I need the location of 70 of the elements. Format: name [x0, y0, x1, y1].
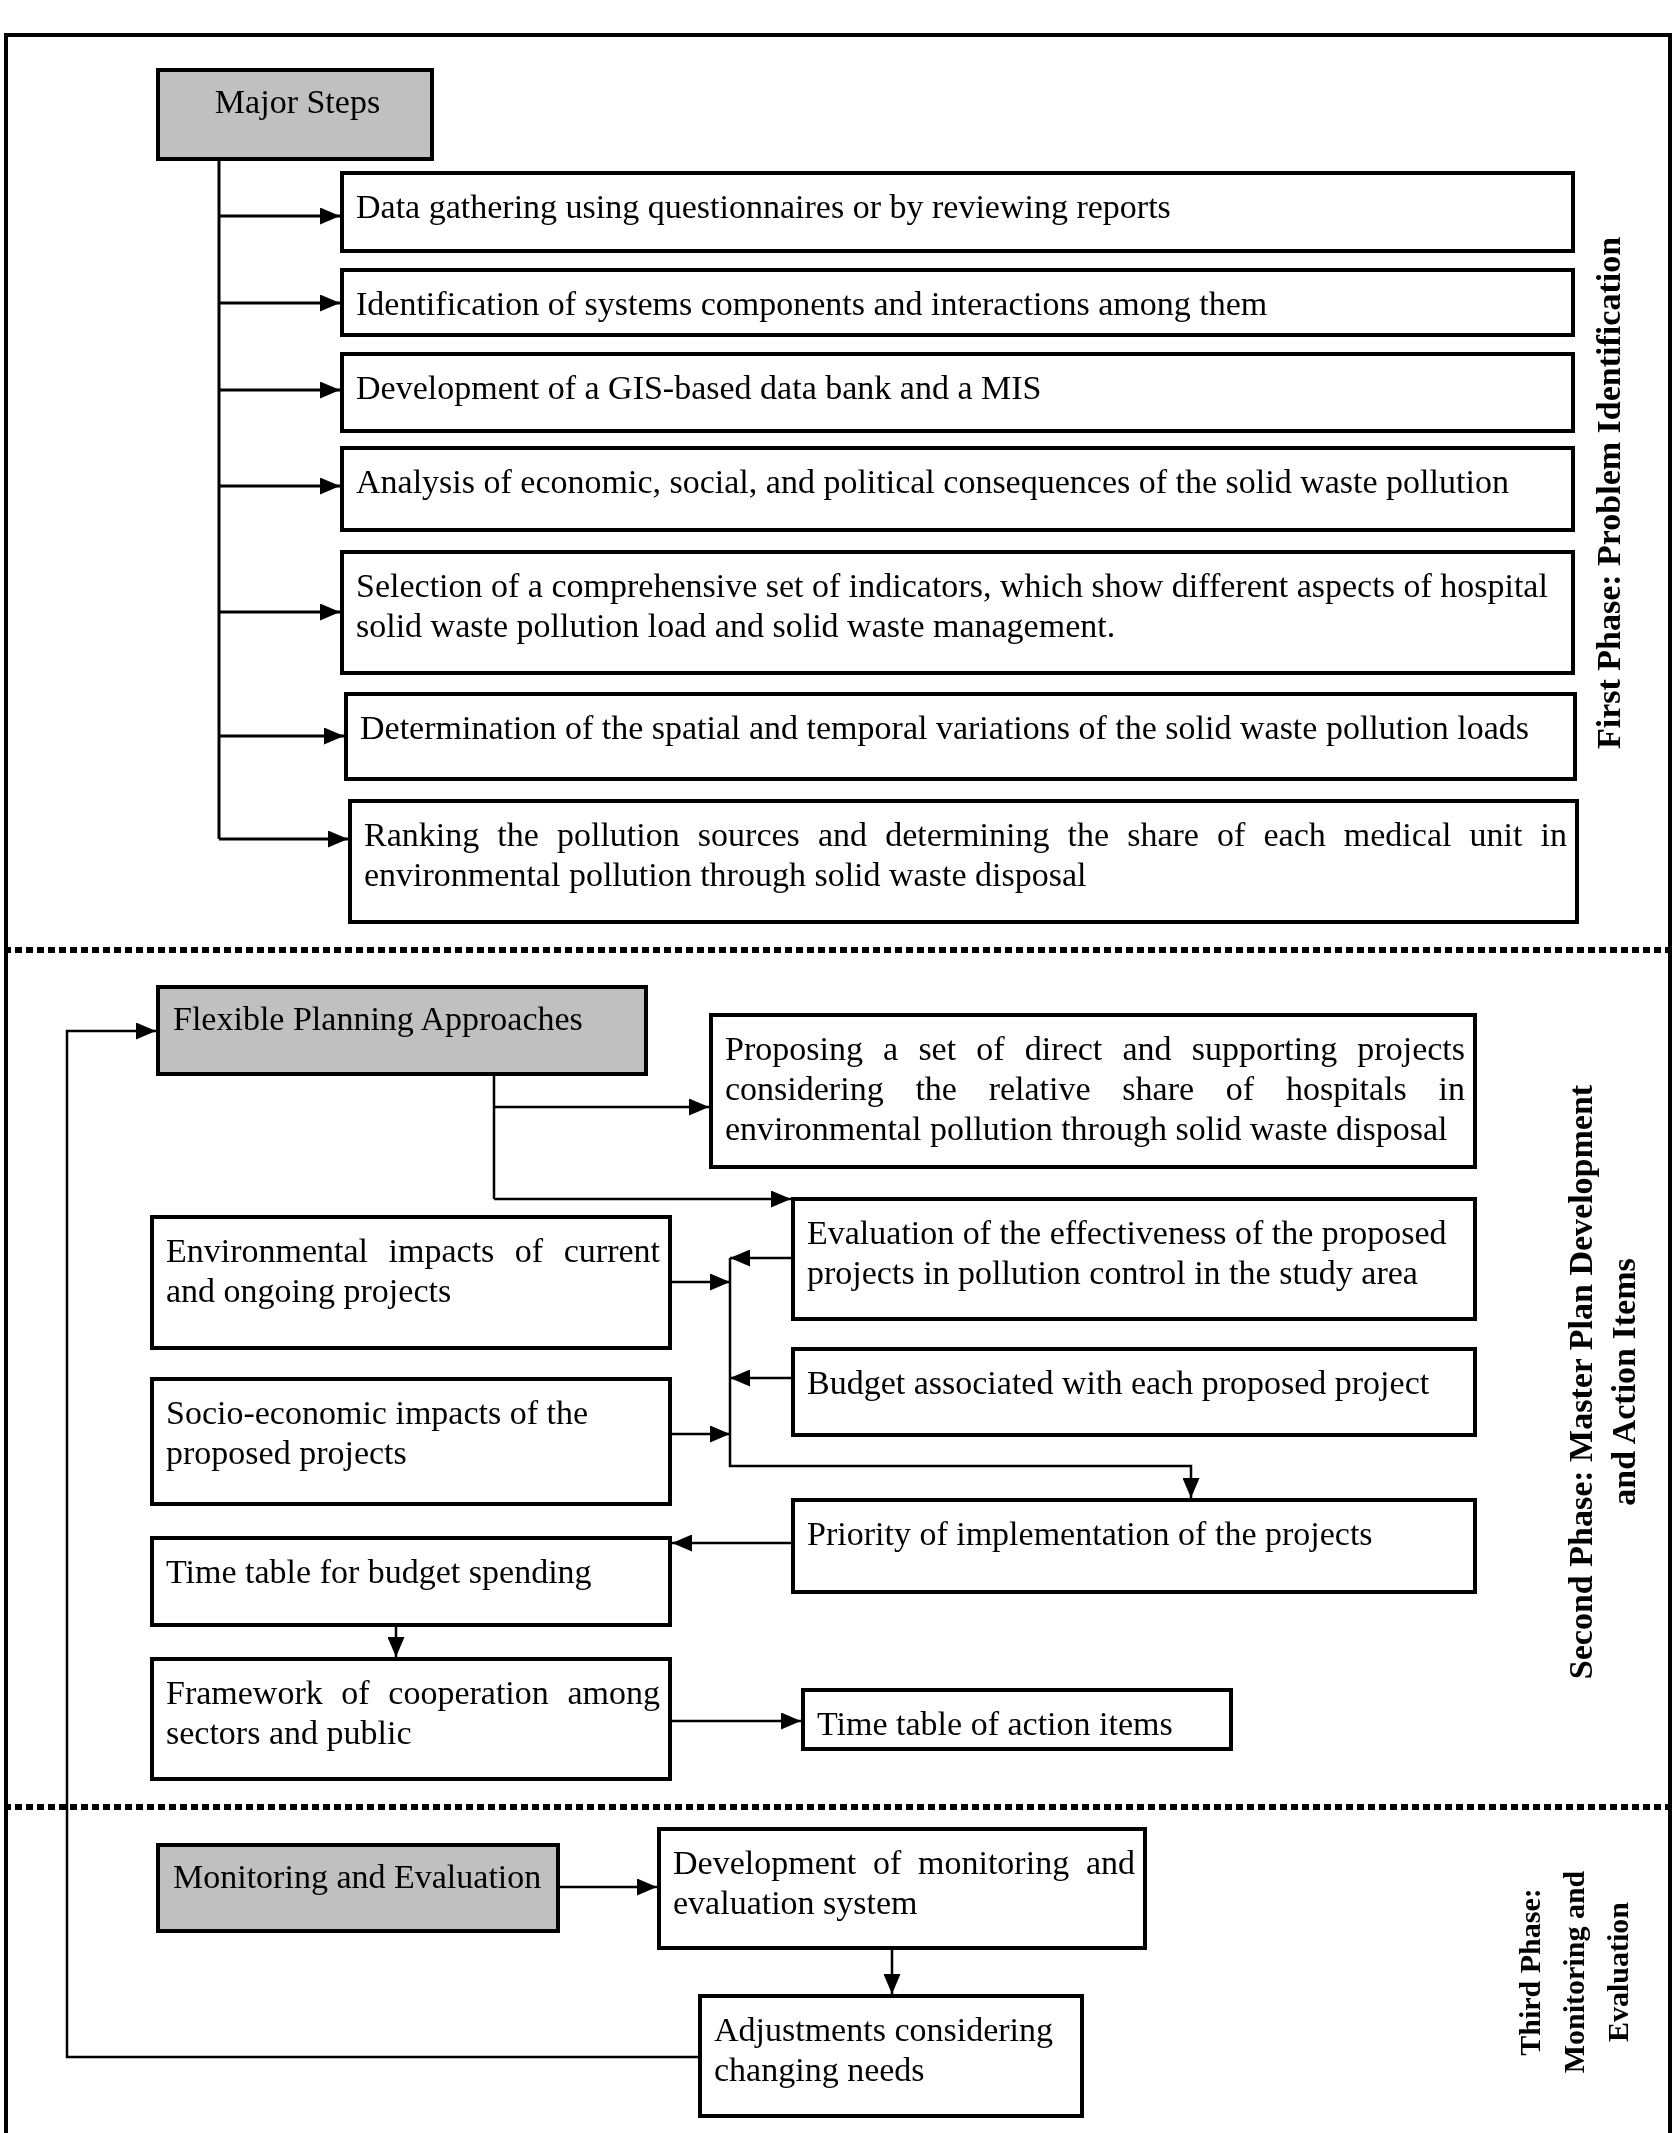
arrow	[728, 1258, 1200, 1498]
process-box	[709, 1013, 1477, 1169]
arrow	[672, 1712, 801, 1730]
process-text: Development of a GIS-based data bank and a MIS	[356, 368, 1042, 408]
category-box	[156, 985, 648, 1076]
phase-title: First Phase: Problem Identification	[1589, 236, 1628, 750]
process-text: Analysis of economic, social, and political consequences of the solid waste pollution	[356, 462, 1509, 502]
process-text: Environmental impacts of current and ongoing projects	[166, 1231, 660, 1311]
process-box	[340, 446, 1575, 532]
process-text: Proposing a set of direct and supporting projects considering the relative share of hospitals in environmental pollution through solid waste disposal	[725, 1029, 1465, 1149]
arrow	[672, 1273, 730, 1291]
category-box	[156, 68, 434, 161]
phase-panel	[4, 1810, 1672, 2133]
process-text: Ranking the pollution sources and determining the share of each medical unit in environmental pollution through solid waste disposal	[364, 815, 1567, 895]
process-text: Development of monitoring and evaluation system	[673, 1843, 1135, 1923]
process-box	[340, 352, 1575, 433]
category-title: Flexible Planning Approaches	[173, 999, 583, 1039]
arrow	[219, 603, 340, 621]
arrow	[730, 1249, 791, 1267]
arrow	[672, 1425, 730, 1443]
arrow	[730, 1369, 791, 1387]
process-text: Priority of implementation of the projects	[807, 1514, 1373, 1554]
phase-title: Third Phase: Monitoring and Evaluation	[1512, 1869, 1635, 2075]
process-box	[340, 550, 1575, 675]
process-box	[150, 1215, 672, 1350]
arrow	[219, 830, 348, 848]
connector-line	[492, 1076, 496, 1199]
arrow	[219, 381, 340, 399]
process-text: Identification of systems components and interactions among them	[356, 284, 1268, 324]
arrow	[219, 294, 340, 312]
process-box	[150, 1377, 672, 1506]
arrow	[672, 1534, 791, 1552]
process-text: Budget associated with each proposed project	[807, 1363, 1430, 1403]
process-box	[344, 692, 1577, 781]
process-box	[801, 1688, 1233, 1751]
phase-panel	[4, 953, 1672, 1810]
process-box	[340, 268, 1575, 337]
arrow	[494, 1190, 791, 1208]
process-box	[791, 1197, 1477, 1321]
process-box	[791, 1347, 1477, 1437]
process-text: Data gathering using questionnaires or by reviewing reports	[356, 187, 1171, 227]
arrow	[387, 1627, 405, 1657]
process-box	[348, 799, 1579, 924]
process-text: Determination of the spatial and temporal variations of the solid waste pollution loads	[360, 708, 1529, 748]
process-text: Selection of a comprehensive set of indicators, which show different aspects of hospital solid waste pollution load and solid waste management.	[356, 566, 1549, 646]
phase-title: Second Phase: Master Plan Development and Action Items	[1561, 1083, 1643, 1681]
arrow	[560, 1878, 657, 1896]
category-title: Major Steps	[214, 82, 381, 122]
arrow	[883, 1950, 901, 1994]
process-box	[150, 1657, 672, 1781]
process-box	[657, 1827, 1147, 1950]
arrow	[219, 207, 340, 225]
category-box	[156, 1843, 560, 1933]
arrow	[494, 1098, 709, 1116]
process-text: Time table of action items	[817, 1704, 1173, 1744]
process-text: Framework of cooperation among sectors and public	[166, 1673, 660, 1753]
arrow	[219, 727, 344, 745]
process-box	[150, 1536, 672, 1627]
connector-line	[217, 161, 221, 839]
process-text: Time table for budget spending	[166, 1552, 592, 1592]
process-text: Adjustments considering changing needs	[714, 2010, 1055, 2090]
process-box	[791, 1498, 1477, 1594]
process-box	[340, 171, 1575, 253]
process-text: Evaluation of the effectiveness of the proposed projects in pollution control in the study area	[807, 1213, 1448, 1293]
process-text: Socio-economic impacts of the proposed projects	[166, 1393, 590, 1473]
arrow	[65, 1022, 698, 2059]
arrow	[219, 477, 340, 495]
process-box	[698, 1994, 1084, 2118]
phase-panel	[4, 33, 1672, 953]
category-title: Monitoring and Evaluation	[173, 1857, 542, 1897]
